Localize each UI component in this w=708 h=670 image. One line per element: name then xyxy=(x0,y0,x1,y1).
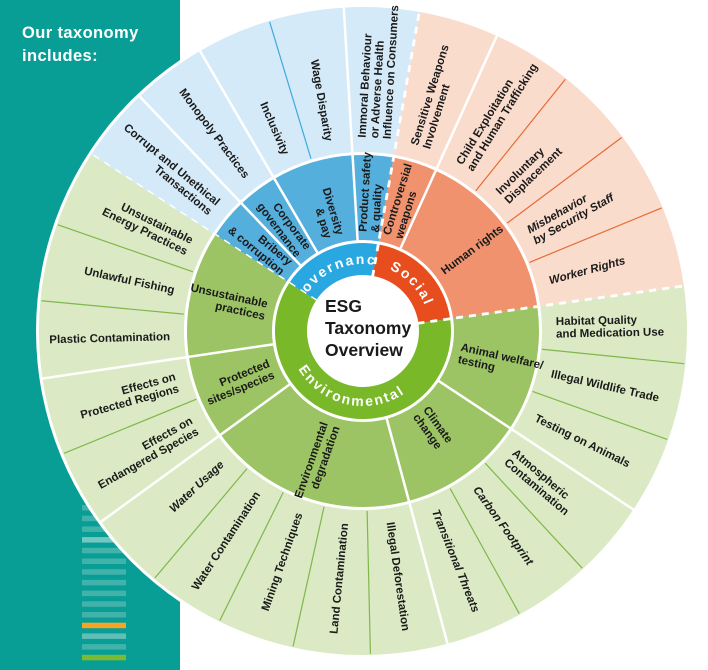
arc-illegal-wildlife-trade xyxy=(531,349,686,440)
arc-controversial-weapons xyxy=(378,157,436,249)
divider-line xyxy=(484,462,583,569)
label-product-safety-quality: Product safety& quality xyxy=(357,151,386,233)
divider-line xyxy=(371,9,421,278)
arc-climate-change xyxy=(386,381,510,501)
arc-wage-disparity xyxy=(269,7,353,160)
stripe-decoration xyxy=(82,579,126,586)
stripe-decoration xyxy=(82,558,126,564)
arc-illegal-deforestation xyxy=(367,503,448,655)
stripe-decoration xyxy=(82,601,126,607)
divider-line xyxy=(532,390,668,441)
arc-involuntary-displacement xyxy=(475,78,623,224)
arc-worker-rights xyxy=(528,207,684,307)
arc-water-usage xyxy=(101,436,248,579)
divider-line xyxy=(41,342,275,380)
divider-line xyxy=(417,284,687,325)
divider-line xyxy=(198,49,319,254)
stripe-decoration xyxy=(82,612,126,618)
stripe-decoration xyxy=(82,622,126,629)
divider-line xyxy=(506,137,622,224)
divider-line xyxy=(385,417,450,646)
arc-diversity-pay xyxy=(274,155,358,253)
divider-line xyxy=(292,506,325,647)
arc-atmospheric-contamination xyxy=(484,429,634,569)
arc-inclusivity xyxy=(200,20,312,177)
stripe-decoration xyxy=(82,590,126,597)
divider-line xyxy=(154,468,248,579)
divider-line xyxy=(41,300,184,315)
arc-governance xyxy=(289,243,379,301)
arc-habitat-quality-and-medication-use xyxy=(540,285,687,364)
stripe-decoration xyxy=(82,654,126,661)
arc-environmental xyxy=(274,283,451,420)
divider-line xyxy=(137,94,302,267)
arc-mining-techniques xyxy=(219,491,325,648)
label-plastic-contamination: Plastic Contamination xyxy=(49,331,170,346)
divider-line xyxy=(99,382,291,524)
arc-misbehavior-by-security-staff xyxy=(506,136,663,263)
arc-testing-on-animals xyxy=(512,391,669,510)
page-title-line2: includes: xyxy=(22,46,99,65)
label-habitat-quality-and-medication-use: Habitat Qualityand Medication Use xyxy=(556,314,664,341)
arc-human-rights xyxy=(400,170,538,319)
arc-unlawful-fishing xyxy=(40,224,194,315)
divider-line xyxy=(437,379,635,512)
stripe-decoration xyxy=(82,547,126,554)
arc-product-safety-quality xyxy=(352,154,394,242)
divider-line xyxy=(449,488,520,614)
stripe-decoration xyxy=(82,633,126,639)
arc-bribery-corruption xyxy=(215,203,301,282)
divider-line xyxy=(542,348,685,365)
arc-environmental-degradation xyxy=(220,384,409,507)
arc-protected-sites-species xyxy=(188,344,290,435)
arc-carbon-footprint xyxy=(449,462,583,615)
arc-unsustainable-practices xyxy=(186,235,287,357)
arc-monopoly-practices xyxy=(139,50,273,202)
arc-land-contamination xyxy=(292,505,371,655)
arc-effects-on-protected-regions xyxy=(42,357,198,454)
arc-water-contamination xyxy=(154,467,284,622)
divider-line xyxy=(399,34,499,250)
stripe-decoration xyxy=(82,569,126,575)
arc-corporate-governance xyxy=(241,178,318,266)
arc-unsustainable-energy-practices xyxy=(57,154,213,273)
center-circle xyxy=(308,276,418,386)
arc-sensitive-weapons-involvement xyxy=(394,11,497,168)
stripe-decoration xyxy=(82,644,126,650)
divider-line xyxy=(529,207,662,263)
arc-plastic-contamination xyxy=(38,300,186,379)
stripe-decoration xyxy=(82,537,126,543)
arc-corrupt-and-unethical-transactions xyxy=(91,96,240,234)
arc-child-exploitation-and-human-trafficking xyxy=(436,35,567,192)
divider-line xyxy=(63,398,197,454)
divider-line xyxy=(366,510,371,654)
divider-line xyxy=(57,224,194,273)
arc-social xyxy=(372,244,451,324)
divider-line xyxy=(219,492,284,621)
page-title: Our taxonomy includes: xyxy=(22,22,139,67)
divider-line xyxy=(475,78,566,192)
divider-line xyxy=(342,6,359,242)
divider-line xyxy=(269,21,312,159)
page-title-line1: Our taxonomy xyxy=(22,24,139,42)
arc-effects-on-endangered-species xyxy=(63,398,219,522)
